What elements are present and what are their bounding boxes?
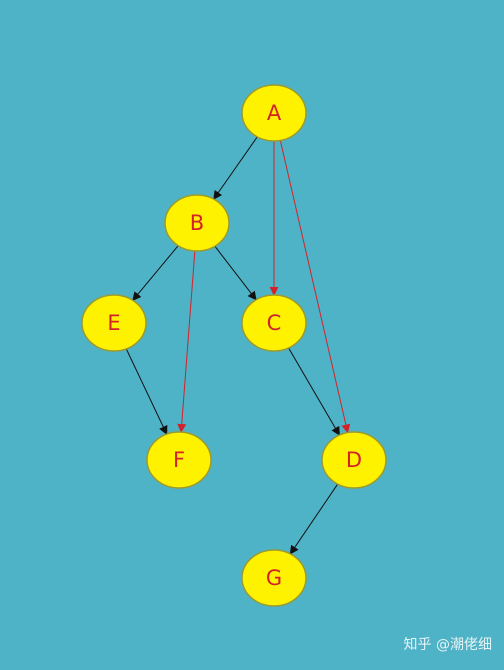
edge-c-d <box>288 347 340 436</box>
node-a-shape <box>241 84 307 142</box>
node-g-label: G <box>266 566 282 590</box>
node-g-shape <box>241 549 307 607</box>
edges-layer <box>125 136 351 555</box>
node-b-shape <box>164 194 230 252</box>
node-c-shape <box>241 294 307 352</box>
node-b-label: B <box>190 211 204 235</box>
watermark-text: 知乎 @潮佬细 <box>403 637 492 653</box>
node-c-label: C <box>267 311 282 335</box>
node-f-shape <box>146 431 212 489</box>
nodes-layer: A B C D E F G <box>81 84 387 607</box>
edge-b-e <box>132 245 179 302</box>
node-d: D <box>321 431 387 489</box>
node-b: B <box>164 194 230 252</box>
node-c: C <box>241 294 307 352</box>
node-e: E <box>81 294 147 352</box>
node-d-label: D <box>346 448 362 472</box>
edge-b-c <box>214 245 257 301</box>
edge-d-g <box>289 483 339 555</box>
node-a-label: A <box>267 101 282 125</box>
node-d-shape <box>321 431 387 489</box>
node-a: A <box>241 84 307 142</box>
node-e-label: E <box>107 311 120 335</box>
node-f: F <box>146 431 212 489</box>
edge-a-d <box>279 140 351 434</box>
node-e-shape <box>81 294 147 352</box>
node-f-label: F <box>173 448 185 472</box>
node-g: G <box>241 549 307 607</box>
edge-b-f <box>177 250 196 433</box>
edge-e-f <box>125 348 168 435</box>
edge-a-b <box>213 136 258 200</box>
